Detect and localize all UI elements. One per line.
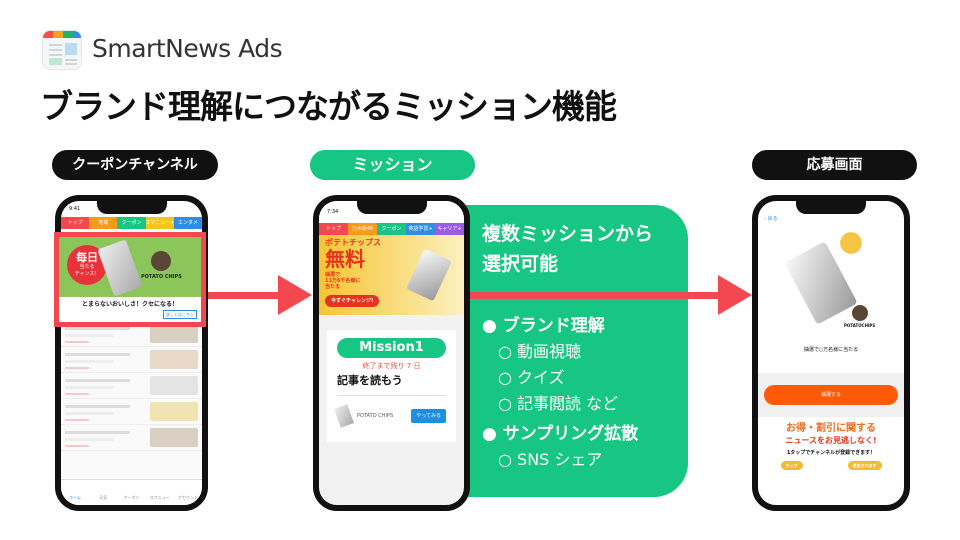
status-bar-time: 9:41 <box>69 206 81 212</box>
nav-smanew[interactable]: スマニュー <box>149 495 170 500</box>
promo-line1: お得・割引に関する <box>786 423 876 434</box>
flow-arrow-head <box>278 275 312 315</box>
feature-subitem: ○ クイズ <box>498 368 565 387</box>
mission-card: Mission1 終了まで残り 7 日 記事を読もう POTATO CHIPS … <box>327 330 456 442</box>
flow-arrow-line <box>205 292 280 299</box>
feature-item: ● サンプリング拡散 <box>482 424 639 444</box>
chip-bag-icon <box>334 404 354 428</box>
enter-lottery-button[interactable]: 抽選する <box>764 385 898 405</box>
ad-image: 毎日 当たる チャンス！ POTATO CHIPS <box>59 237 201 297</box>
status-bar-time: 7:34 <box>327 209 339 215</box>
banner-sub: 抽選で 11万6千名様に 当たる <box>325 272 361 290</box>
smartnews-logo-icon <box>42 30 82 70</box>
tab-coupon[interactable]: クーポン <box>117 217 146 229</box>
channel-tabs: トップ 地域 クーポン スマニュー+ エンタメ <box>61 217 202 229</box>
bottom-nav: ホーム 天気 クーポン スマニュー アカウント <box>61 479 202 505</box>
channel-promo: お得・割引に関する ニュースをお見逃しなく! 1タップでチャンネルが登録できます… <box>758 423 904 505</box>
banner-title: ポテトチップス <box>325 238 381 247</box>
try-mission-button[interactable]: やってみる <box>411 409 446 423</box>
news-feed <box>61 321 202 479</box>
prize-text: 抽選で○万名様に当たる <box>803 347 859 353</box>
nav-account[interactable]: アカウント <box>177 495 198 500</box>
features-heading-line1: 複数ミッションから <box>482 223 654 245</box>
mission-remaining: 終了まで残り 7 日 <box>362 362 421 370</box>
feature-item: ● ブランド理解 <box>482 316 605 336</box>
tab-coupon[interactable]: クーポン <box>377 223 406 235</box>
promo-line2: ニュースをお見逃しなく! <box>785 436 877 445</box>
phone-notch <box>96 201 167 214</box>
label-entry-screen: 応募画面 <box>752 150 917 180</box>
tab-english[interactable]: 英語学習+ <box>406 223 435 235</box>
coupon-ad-highlight[interactable]: 毎日 当たる チャンス！ POTATO CHIPS とまらないおいしさ！クセにな… <box>54 232 206 327</box>
phone-mission: 7:34 トップ 乃木坂46 クーポン 英語学習+ キャリア+ ポテトチップス … <box>313 195 470 511</box>
nav-home[interactable]: ホーム <box>69 495 82 500</box>
mission-label: Mission1 <box>337 338 446 358</box>
list-item[interactable] <box>61 373 202 399</box>
chip-bag-image <box>97 239 143 297</box>
back-button[interactable]: ‹ 戻る <box>764 216 778 222</box>
mission-task: 記事を読もう <box>337 374 446 396</box>
label-coupon-channel: クーポンチャンネル <box>52 150 218 180</box>
nav-weather[interactable]: 天気 <box>99 495 108 500</box>
channel-tabs: トップ 乃木坂46 クーポン 英語学習+ キャリア+ <box>319 223 464 235</box>
tab-nogizaka[interactable]: 乃木坂46 <box>348 223 377 235</box>
tab-top[interactable]: トップ <box>61 217 90 229</box>
tab-career[interactable]: キャリア+ <box>435 223 464 235</box>
list-item[interactable] <box>61 347 202 373</box>
brand-logo-icon <box>852 305 868 321</box>
phone-notch <box>796 201 866 214</box>
chips-image <box>836 228 866 258</box>
ad-caption: とまらないおいしさ！クセになる！ <box>81 301 178 308</box>
flow-arrow-line <box>470 292 720 299</box>
brand-name: SmartNews Ads <box>92 34 283 63</box>
flow-arrow-head <box>718 275 752 315</box>
phone-notch <box>356 201 427 214</box>
banner-cta-button[interactable]: 今すぐチャレンジ! <box>325 295 380 307</box>
mission-banner[interactable]: ポテトチップス 無料 抽選で 11万6千名様に 当たる 今すぐチャレンジ! <box>319 235 464 315</box>
ad-details-link[interactable]: 詳しくはこちら <box>163 310 197 319</box>
list-item[interactable] <box>61 399 202 425</box>
tab-entertainment[interactable]: エンタメ <box>173 217 202 229</box>
nav-coupon[interactable]: クーポン <box>123 495 140 500</box>
phone-entry: ‹ 戻る POTATOCHIPS 抽選で○万名様に当たる 抽選する お得・割引に… <box>752 195 910 511</box>
tab-smanew[interactable]: スマニュー+ <box>145 217 174 229</box>
added-bubble: 追加されます <box>847 461 882 470</box>
tab-top[interactable]: トップ <box>319 223 348 235</box>
promo-sub: 1タップでチャンネルが登録できます！ <box>786 450 876 456</box>
tab-local[interactable]: 地域 <box>89 217 118 229</box>
feature-subitem: ○ 記事閲読 など <box>498 394 619 413</box>
label-mission: ミッション <box>310 150 475 180</box>
mission-brand: POTATO CHIPS <box>357 413 394 419</box>
features-heading-line2: 選択可能 <box>482 253 559 275</box>
list-item[interactable] <box>61 321 202 347</box>
list-item[interactable] <box>61 425 202 451</box>
brand-name-small: POTATOCHIPS <box>844 323 876 328</box>
feature-subitem: ○ SNS シェア <box>498 450 603 469</box>
brand-logo-icon <box>151 251 171 271</box>
banner-free: 無料 <box>325 247 365 271</box>
ad-brand: POTATO CHIPS <box>141 274 182 280</box>
chip-bag-image <box>406 248 452 302</box>
feature-subitem: ○ 動画視聴 <box>498 342 582 361</box>
tap-bubble: タップ <box>780 461 803 470</box>
page-title: ブランド理解につながるミッション機能 <box>40 87 617 126</box>
mission-features-box: 複数ミッションから 選択可能 ● ブランド理解 ○ 動画視聴 ○ クイズ ○ 記… <box>460 205 688 497</box>
product-image: POTATOCHIPS <box>758 223 904 335</box>
